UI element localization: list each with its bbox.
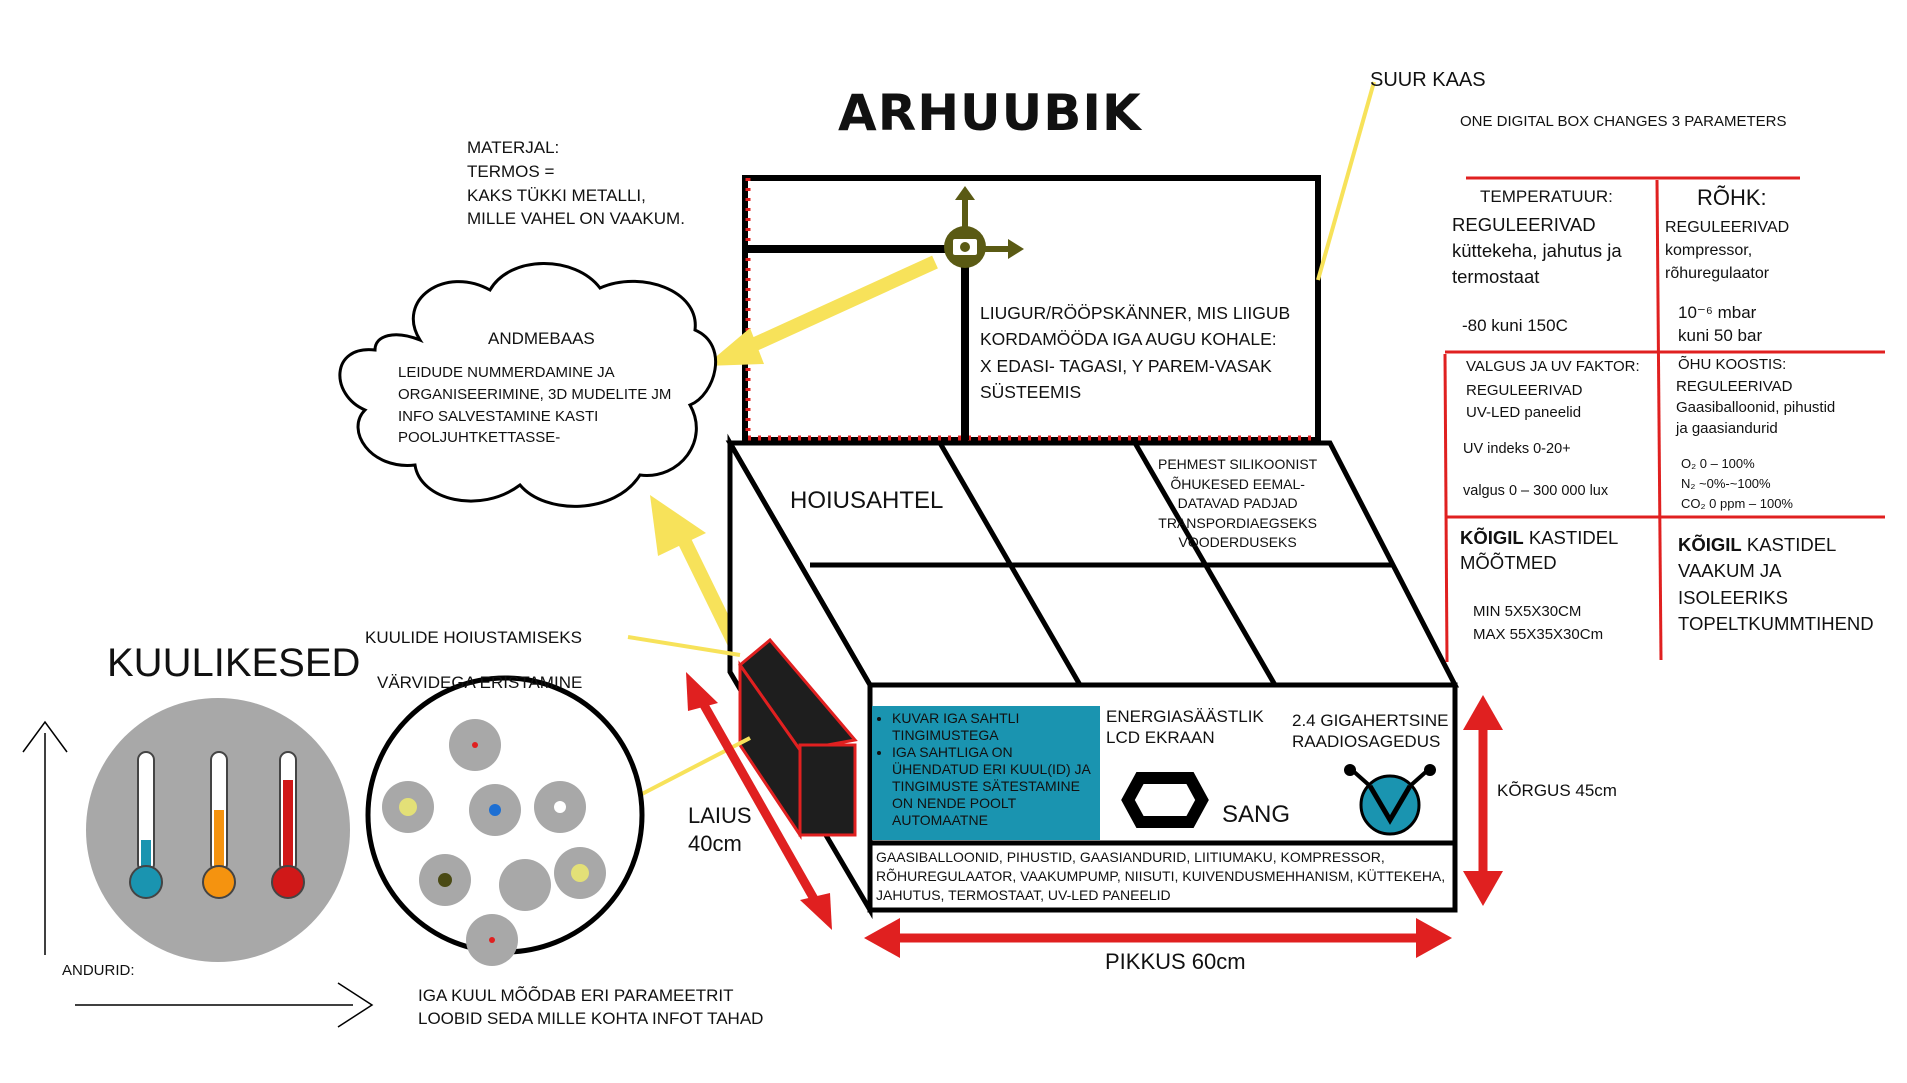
- thermometer-hot-icon: [271, 751, 305, 899]
- components-text: GAASIBALLOONID, PIHUSTID, GAASIANDURID, …: [876, 849, 1446, 903]
- balls-footer: IGA KUUL MÕÕDAB ERI PARAMEETRIT LOOBID S…: [418, 986, 764, 1028]
- color-pointer-line: [639, 736, 751, 797]
- all-vacuum-bold: KÕIGIL: [1678, 534, 1742, 555]
- air-n2: N₂ ~0%-~100%: [1681, 476, 1771, 491]
- all-dims-text: KÕIGIL KASTIDEL MÕÕTMED: [1460, 526, 1618, 576]
- scanner-text: LIUGUR/RÖÖPSKÄNNER, MIS LIIGUB KORDAMÖÖD…: [980, 303, 1291, 402]
- ball-storage-tube: [737, 637, 858, 840]
- thermometer-cold-icon: [129, 751, 163, 899]
- temperature-body: REGULEERIVAD küttekeha, jahutus ja termo…: [1452, 214, 1622, 287]
- uv-index: UV indeks 0-20+: [1463, 441, 1571, 457]
- air-o2: O₂ 0 – 100%: [1681, 456, 1755, 471]
- air-body: REGULEERIVAD Gaasiballoonid, pihustid ja…: [1676, 378, 1836, 437]
- radio-antenna-icon: [1344, 764, 1436, 836]
- height-arrow: [1463, 695, 1503, 906]
- width-arrow: [686, 672, 832, 930]
- digital-box-note: ONE DIGITAL BOX CHANGES 3 PARAMETERS: [1460, 113, 1787, 130]
- screen-item: IGA SAHTLIGA ON ÜHENDATUD ERI KUUL(ID) J…: [892, 744, 1096, 829]
- thermometer-disc: [86, 698, 350, 962]
- sensor-axes: [22, 720, 374, 1028]
- balls-container: [365, 675, 645, 966]
- radio-text: 2.4 GIGAHERTSINE RAADIOSAGEDUS: [1292, 711, 1449, 752]
- all-dims-range: MIN 5X5X30CM MAX 55X35X30Cm: [1473, 603, 1604, 643]
- scanner-camera-icon: [944, 186, 1024, 268]
- height-label: KÕRGUS 45cm: [1497, 781, 1617, 800]
- width-label: LAIUS 40cm: [688, 803, 752, 856]
- material-text: MATERJAL: TERMOS = KAKS TÜKKI METALLI, M…: [467, 138, 685, 229]
- all-dims-bold: KÕIGIL: [1460, 527, 1524, 548]
- lid-pointer-line: [1316, 81, 1376, 281]
- handle-label: SANG: [1222, 801, 1291, 828]
- database-arrow: [705, 255, 938, 366]
- balls-title: KUULIKESED: [107, 641, 361, 685]
- air-title: ÕHU KOOSTIS:: [1678, 356, 1787, 373]
- pressure-title: RÕHK:: [1697, 185, 1767, 210]
- page-title: ARHUUBIK: [838, 84, 1142, 142]
- light-title: VALGUS JA UV FAKTOR:: [1466, 358, 1640, 375]
- all-vacuum-text: KÕIGIL KASTIDEL VAAKUM JA ISOLEERIKS TOP…: [1678, 532, 1874, 637]
- parameter-table: [1443, 176, 1885, 663]
- air-co2: CO₂ 0 ppm – 100%: [1681, 496, 1793, 511]
- database-title: ANDMEBAAS: [488, 329, 595, 348]
- handle-icon: [1121, 772, 1209, 828]
- all-dims-rest: KASTIDEL MÕÕTMED: [1460, 527, 1619, 573]
- screen-item: KUVAR IGA SAHTLI TINGIMUSTEGA: [892, 710, 1096, 744]
- all-vacuum-rest: KASTIDEL VAAKUM JA ISOLEERIKS TOPELTKUMM…: [1678, 534, 1874, 634]
- database-cloud: [338, 262, 717, 508]
- database-text: LEIDUDE NUMMERDAMINE JA ORGANISEERIMINE,…: [398, 364, 672, 447]
- ball: [499, 859, 551, 911]
- color-label: VÄRVIDEGA ERISTAMINE: [377, 673, 583, 692]
- ball-storage-label: KUULIDE HOIUSTAMISEKS: [365, 628, 582, 647]
- pressure-range: 10⁻⁶ mbar kuni 50 bar: [1678, 303, 1763, 345]
- length-arrow: [864, 918, 1452, 958]
- thermometer-warm-icon: [202, 751, 236, 899]
- storage-pointer-line: [627, 635, 741, 657]
- lid-label: SUUR KAAS: [1370, 69, 1486, 91]
- lcd-text: ENERGIASÄÄSTLIK LCD EKRAAN: [1106, 707, 1264, 748]
- temperature-title: TEMPERATUUR:: [1480, 187, 1613, 206]
- silicone-pads-text: PEHMEST SILIKOONIST ÕHUKESED EEMAL- DATA…: [1158, 456, 1318, 551]
- lcd-screen-panel: KUVAR IGA SAHTLI TINGIMUSTEGA IGA SAHTLI…: [872, 706, 1100, 840]
- pressure-body: REGULEERIVAD kompressor, rõhuregulaator: [1665, 219, 1790, 283]
- drawer-label: HOIUSAHTEL: [790, 487, 944, 514]
- length-label: PIKKUS 60cm: [1105, 949, 1246, 974]
- sensors-label: ANDURID:: [62, 962, 135, 979]
- light-body: REGULEERIVAD UV-LED paneelid: [1466, 382, 1583, 421]
- lux-range: valgus 0 – 300 000 lux: [1463, 483, 1609, 499]
- temperature-range: -80 kuni 150C: [1462, 316, 1568, 335]
